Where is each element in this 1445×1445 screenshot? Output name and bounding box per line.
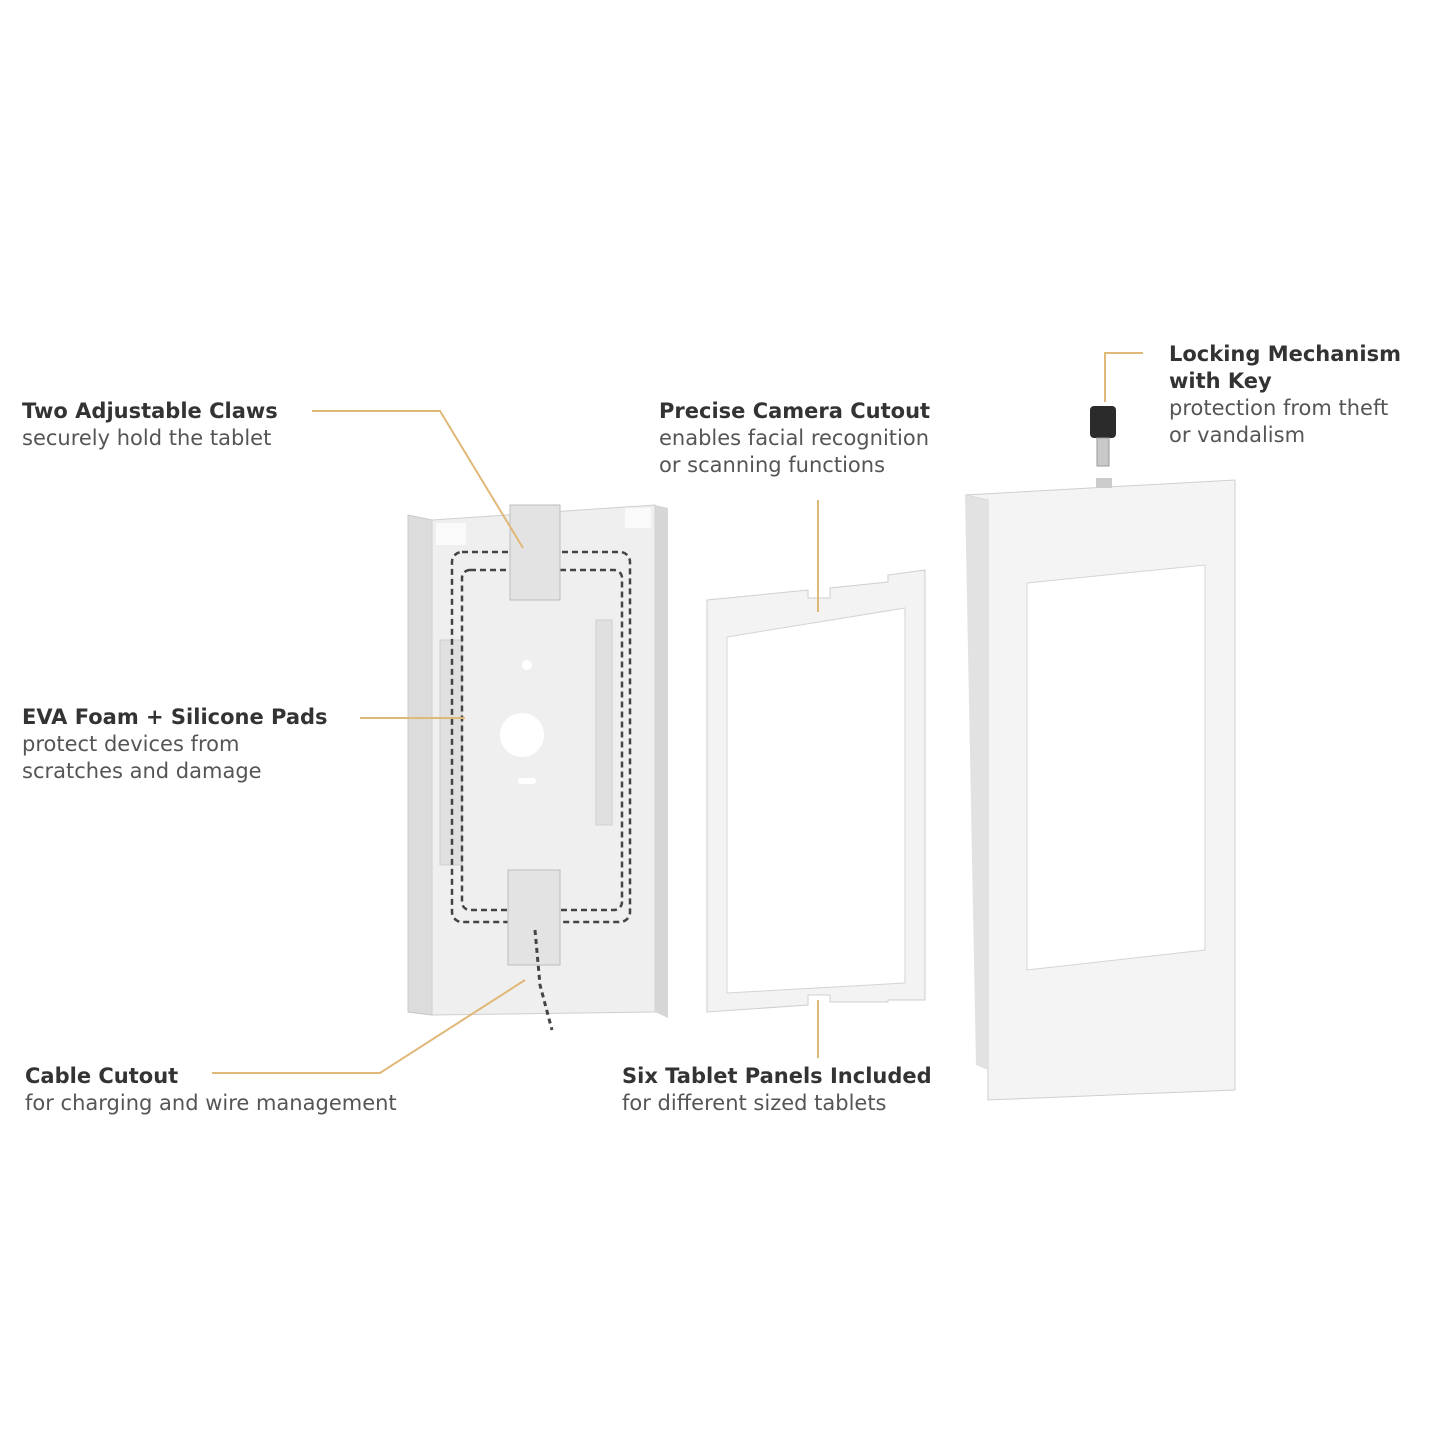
callout-title: EVA Foam + Silicone Pads: [22, 705, 328, 729]
leader-line-lock: [1104, 352, 1143, 402]
callout-claws: Two Adjustable Claws securely hold the t…: [22, 398, 278, 452]
callout-title: Locking Mechanism: [1169, 342, 1401, 366]
callout-desc: protection from theft: [1169, 396, 1389, 420]
callout-desc: or vandalism: [1169, 423, 1306, 447]
callout-desc: protect devices from: [22, 732, 240, 756]
callout-cable: Cable Cutout for charging and wire manag…: [25, 1063, 397, 1117]
callout-desc: for charging and wire management: [25, 1091, 397, 1115]
callout-title: Precise Camera Cutout: [659, 399, 931, 423]
callout-lock: Locking Mechanism with Key protection fr…: [1169, 341, 1401, 449]
front-cover: [964, 406, 1236, 1101]
top-claw: [509, 504, 561, 601]
callout-title: Cable Cutout: [25, 1064, 179, 1088]
callout-desc: scratches and damage: [22, 759, 262, 783]
callout-camera: Precise Camera Cutout enables facial rec…: [659, 398, 930, 479]
callout-desc: securely hold the tablet: [22, 426, 272, 450]
cable: [533, 929, 554, 1031]
callout-desc: or scanning functions: [659, 453, 886, 477]
back-plate: [407, 504, 668, 1031]
bottom-claw: [507, 869, 561, 966]
key-icon: [1090, 406, 1116, 467]
callout-foam: EVA Foam + Silicone Pads protect devices…: [22, 704, 328, 785]
callout-desc: for different sized tablets: [622, 1091, 887, 1115]
callout-title: with Key: [1169, 369, 1272, 393]
leader-lines: [212, 352, 1143, 1074]
leader-line-cable: [212, 979, 526, 1074]
callout-title: Two Adjustable Claws: [22, 399, 278, 423]
tablet-panel: [706, 569, 926, 1013]
callout-desc: enables facial recognition: [659, 426, 930, 450]
callout-title: Six Tablet Panels Included: [622, 1064, 932, 1088]
callout-panels: Six Tablet Panels Included for different…: [622, 1063, 932, 1117]
leader-line-claws: [312, 410, 524, 549]
